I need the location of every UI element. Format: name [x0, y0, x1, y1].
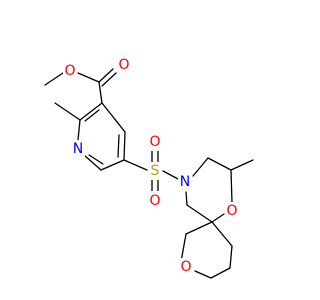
bond-spiro-ch2-bottom: [186, 204, 213, 223]
bond-ring-sulfur: [123, 159, 148, 171]
bond-ring-c2-n: [77, 119, 81, 141]
bond-o-ch2-left: [180, 233, 187, 263]
bond-carbonyl-double-b: [101, 72, 117, 87]
bond-n-ch2-top: [192, 157, 209, 177]
bond-ch2-bottom-n: [185, 191, 188, 206]
bond-ring-c5-c4-inner: [117, 134, 120, 158]
bond-ring-c3-c2-inner: [84, 109, 100, 122]
bond-ch2-right-down: [229, 245, 233, 269]
sulfonyl-top-oxygen-label: O: [149, 134, 160, 150]
sulfur-label: S: [151, 163, 160, 179]
bond-spiro-ch2-right: [211, 221, 233, 247]
bond-ch2-bottom-o: [194, 270, 212, 279]
pyridine-nitrogen-label: N: [73, 141, 83, 157]
bond-ch2-down-bottom: [210, 267, 231, 279]
morpholine-oxygen-label: O: [226, 203, 237, 219]
bond-o-spiro: [211, 213, 225, 223]
bond-ring-c6-c5: [100, 159, 125, 171]
carbonyl-oxygen-label: O: [118, 57, 129, 73]
bond-ch2-top-cme: [207, 157, 232, 171]
molecule-structure: O O N S O O N O O: [44, 56, 254, 279]
ring-nitrogen-label: N: [180, 174, 190, 190]
bond-oxygen-carbonyl-carbon: [77, 72, 100, 83]
oxane-oxygen-label: O: [180, 259, 191, 275]
bond-carbonyl-ring: [98, 81, 103, 104]
bond-layer: [44, 68, 254, 279]
bond-sulfur-ring-n: [162, 170, 181, 181]
ester-oxygen-label: O: [64, 63, 75, 79]
bond-carbonyl-double-a: [98, 68, 114, 83]
bond-ring-c2-methyl: [54, 102, 81, 121]
bond-ring-c3-c2: [79, 102, 103, 121]
bond-ch2-left-spiro: [185, 221, 213, 235]
bond-ring-n-c6: [83, 154, 102, 171]
bond-ring-c5-c4: [123, 131, 126, 161]
bond-cme-methyl: [230, 159, 254, 171]
bond-ring-c4-c3: [101, 102, 126, 133]
atom-label-layer: O O N S O O N O O: [63, 56, 239, 276]
bond-ring-n-c6-inner: [88, 154, 104, 165]
sulfonyl-bottom-oxygen-label: O: [149, 193, 160, 209]
bond-methyl-oxygen: [44, 72, 64, 86]
bond-cme-o: [230, 169, 233, 204]
